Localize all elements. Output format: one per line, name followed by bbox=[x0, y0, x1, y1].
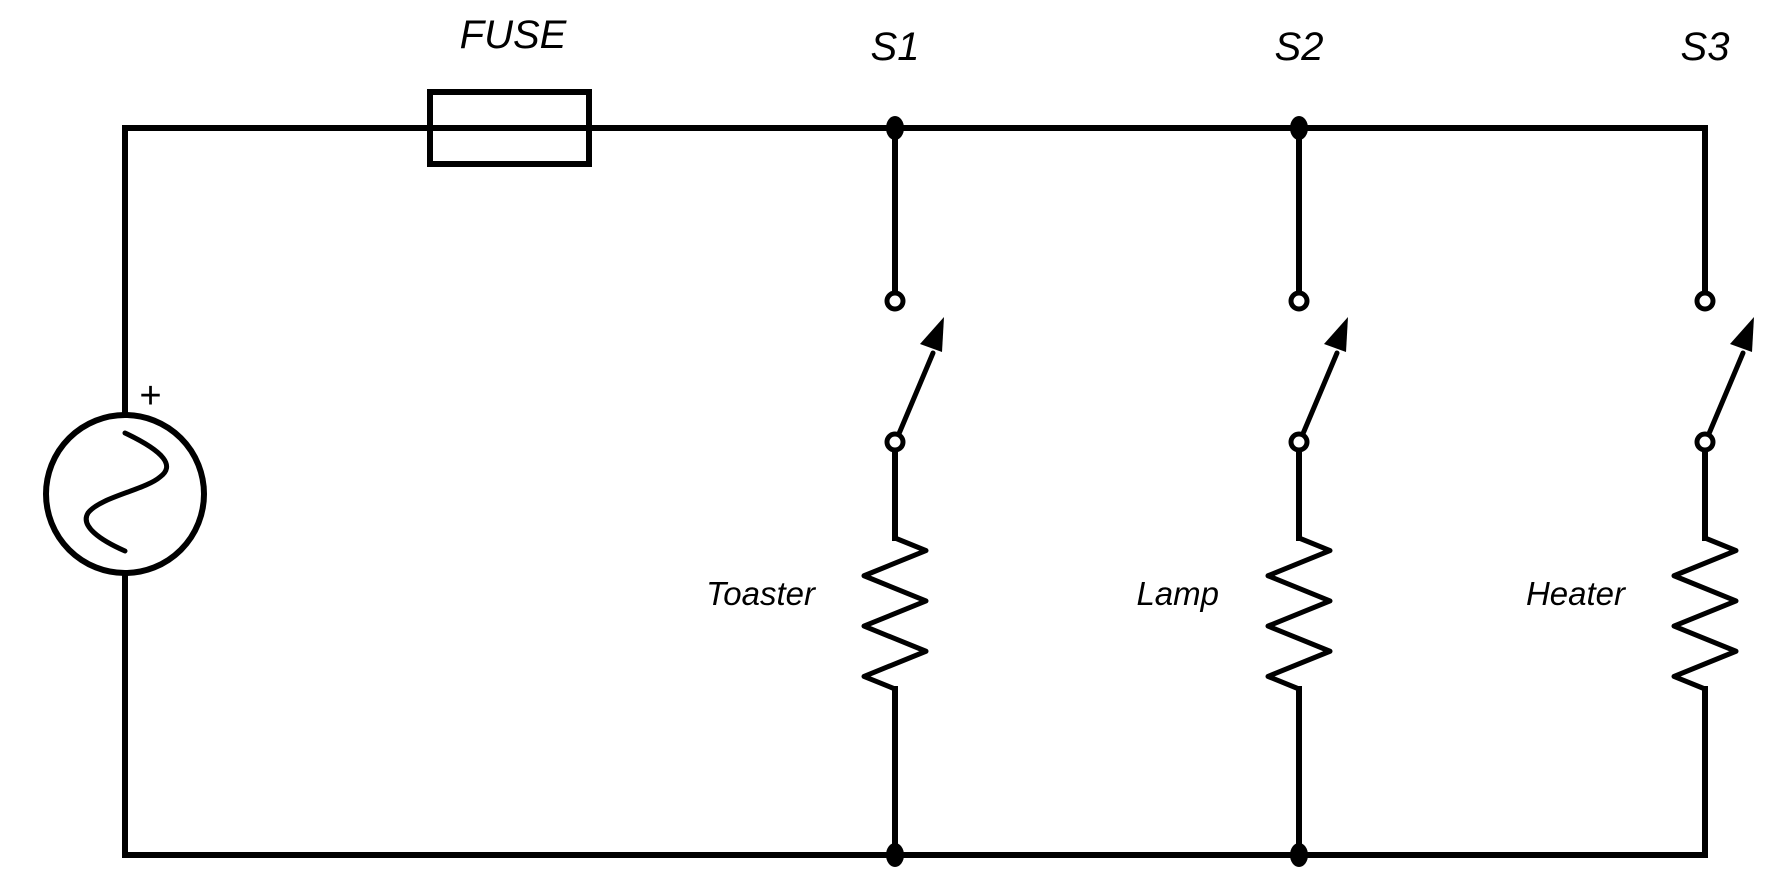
bottom-junction-dot bbox=[1290, 843, 1308, 867]
switch-top-contact bbox=[1288, 290, 1310, 312]
fuse: FUSE bbox=[427, 13, 592, 167]
load-label: Heater bbox=[1526, 575, 1627, 612]
left-rail-lower-wire bbox=[122, 570, 1708, 858]
resistor-lamp bbox=[1265, 535, 1333, 692]
switch-lever bbox=[1705, 350, 1746, 439]
top-junction-dot bbox=[886, 116, 904, 140]
switch-lever bbox=[895, 350, 936, 439]
left-rail-upper-wire bbox=[122, 125, 433, 418]
load-label: Toaster bbox=[706, 575, 817, 612]
switch-label: S3 bbox=[1681, 25, 1730, 69]
resistor-toaster bbox=[861, 535, 929, 692]
switch-label: S2 bbox=[1275, 25, 1324, 69]
switch-arrowhead-icon bbox=[1730, 317, 1754, 352]
switch-label: S1 bbox=[871, 25, 920, 69]
ac-source: + bbox=[43, 375, 207, 576]
resistor-heater bbox=[1671, 535, 1739, 692]
ac-source-circle bbox=[43, 412, 207, 576]
fuse-label: FUSE bbox=[460, 13, 568, 57]
switch-top-contact bbox=[884, 290, 906, 312]
switch-arrowhead-icon bbox=[1324, 317, 1348, 352]
polarity-plus-label: + bbox=[139, 375, 161, 417]
main-loop-wires bbox=[122, 125, 1708, 858]
switch-bottom-contact bbox=[884, 431, 906, 453]
sine-wave-icon bbox=[83, 430, 169, 554]
switch-bottom-contact bbox=[1694, 431, 1716, 453]
switch-top-contact bbox=[1694, 290, 1716, 312]
switch-lever bbox=[1299, 350, 1340, 439]
top-junction-dot bbox=[1290, 116, 1308, 140]
bottom-junction-dot bbox=[886, 843, 904, 867]
load-label: Lamp bbox=[1136, 575, 1219, 612]
switch-bottom-contact bbox=[1288, 431, 1310, 453]
switch-arrowhead-icon bbox=[920, 317, 944, 352]
